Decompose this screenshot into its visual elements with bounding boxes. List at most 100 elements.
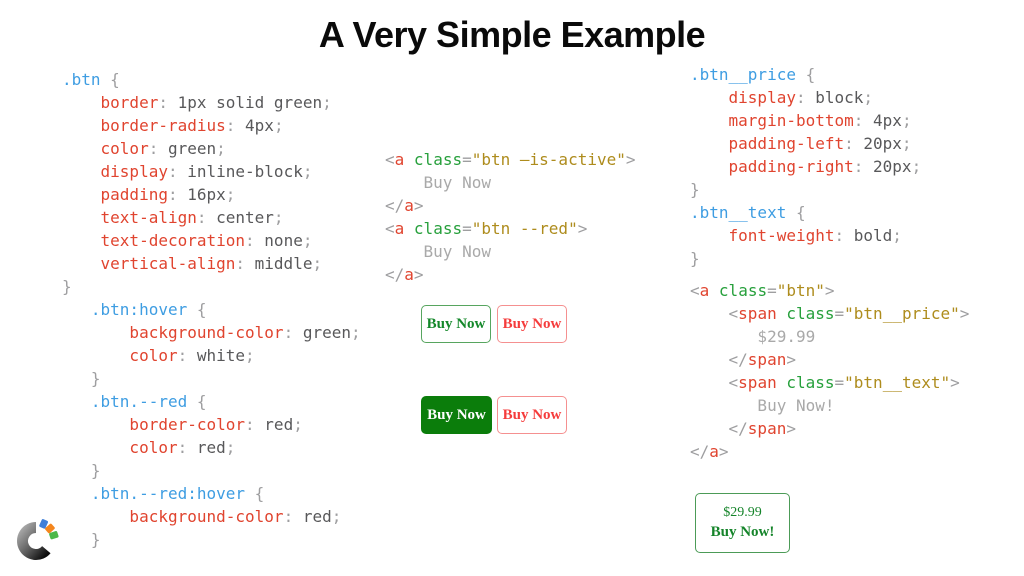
code-token: padding-right	[690, 157, 854, 176]
code-line: display: block;	[690, 86, 969, 109]
code-line: border-radius: 4px;	[62, 114, 361, 137]
code-line: <span class="btn__price">	[690, 302, 970, 325]
code-line: }	[62, 275, 361, 298]
code-token: 4px	[245, 116, 274, 135]
code-token: ;	[302, 162, 313, 181]
code-line: border: 1px solid green;	[62, 91, 361, 114]
code-token: >	[413, 265, 424, 284]
code-token: :	[853, 111, 874, 130]
code-token: inline-block	[187, 162, 303, 181]
code-token: .btn.--red:hover	[62, 484, 246, 503]
code-token: font-weight	[690, 226, 835, 245]
code-token: </	[690, 419, 748, 438]
code-token: .btn__text	[690, 203, 787, 222]
code-token: red	[196, 438, 226, 457]
code-token: border-radius	[62, 116, 226, 135]
code-token: :	[158, 93, 178, 112]
code-token: :	[283, 323, 303, 342]
code-token: >	[824, 281, 835, 300]
code-token: 20px	[863, 134, 902, 153]
code-token: Buy Now	[385, 242, 491, 261]
code-token: <	[385, 219, 395, 238]
code-line: $29.99	[690, 325, 969, 348]
code-token: $29.99	[690, 327, 816, 346]
ring-logo	[17, 519, 59, 560]
buy-now-button-green-outline[interactable]: Buy Now	[421, 305, 491, 343]
code-token: border	[62, 93, 159, 112]
code-token: :	[844, 134, 864, 153]
code-line: background-color: red;	[62, 505, 361, 528]
code-token: 4px	[873, 111, 902, 130]
code-token: red	[302, 507, 332, 526]
code-token: :	[177, 346, 197, 365]
code-token: ;	[225, 438, 236, 457]
code-token: }	[690, 180, 700, 199]
code-token: ;	[293, 415, 303, 434]
code-token: Buy Now	[385, 173, 491, 192]
code-token: :	[795, 88, 816, 107]
code-token: ;	[911, 157, 922, 176]
code-token: vertical-align	[62, 254, 236, 273]
code-line: Buy Now!	[690, 394, 969, 417]
code-token: ;	[322, 93, 332, 112]
code-line: text-decoration: none;	[62, 229, 361, 252]
code-token: span	[738, 373, 777, 392]
code-token: .btn__price	[690, 65, 796, 84]
code-token	[404, 219, 414, 238]
code-line: background-color: green;	[62, 321, 360, 344]
code-line: </span>	[690, 417, 969, 440]
code-token: >	[950, 373, 960, 392]
code-token: display	[62, 162, 168, 181]
price-label: $29.99	[723, 505, 762, 520]
logo-tick-green-icon	[49, 531, 59, 540]
code-token: ;	[245, 346, 255, 365]
buy-now-button-red-outline[interactable]: Buy Now	[497, 305, 567, 343]
code-token: >	[413, 196, 424, 215]
code-token: green	[167, 139, 217, 158]
code-token: color	[62, 139, 149, 158]
code-line: .btn__text {	[690, 201, 969, 224]
buy-now-button-green-filled[interactable]: Buy Now	[421, 396, 492, 434]
code-line: font-weight: bold;	[690, 224, 969, 247]
code-token: {	[100, 70, 120, 89]
code-token: }	[62, 369, 101, 388]
price-buy-now-button[interactable]: $29.99 Buy Now!	[695, 493, 790, 553]
code-token: :	[235, 254, 255, 273]
code-token: class	[413, 150, 463, 169]
code-token: </	[385, 265, 405, 284]
code-token: center	[216, 208, 274, 227]
code-token: background-color	[62, 323, 284, 342]
code-token: border-color	[62, 415, 246, 434]
code-token: </	[690, 442, 710, 461]
code-token: ;	[901, 111, 912, 130]
slide-title: A Very Simple Example	[318, 14, 706, 55]
code-token: {	[795, 65, 816, 84]
code-token: </	[385, 196, 405, 215]
code-token: {	[187, 392, 207, 411]
css-code-block-left: .btn { border: 1px solid green; border-r…	[62, 68, 361, 551]
code-token: >	[625, 150, 636, 169]
code-token: color	[62, 438, 178, 457]
code-gap	[690, 270, 969, 279]
code-line: border-color: red;	[62, 413, 361, 436]
code-token: {	[187, 300, 207, 319]
code-token: >	[577, 219, 588, 238]
code-line: }	[62, 528, 361, 551]
code-line: padding-left: 20px;	[690, 132, 969, 155]
html-code-block-middle: <a class="btn —is-active"> Buy Now</a><a…	[385, 148, 636, 286]
buy-now-button-red-outline-2[interactable]: Buy Now	[497, 396, 567, 434]
code-token: :	[167, 185, 188, 204]
code-line: </a>	[690, 440, 969, 463]
code-line: <a class="btn">	[690, 279, 969, 302]
code-token: Buy Now!	[690, 396, 835, 415]
code-token	[404, 150, 414, 169]
code-token: class	[786, 304, 835, 323]
code-token: a	[404, 196, 414, 215]
code-token: a	[709, 442, 719, 461]
code-token: none	[264, 231, 303, 250]
code-line: .btn:hover {	[62, 298, 361, 321]
code-line: .btn {	[62, 68, 361, 91]
code-line: padding: 16px;	[62, 183, 361, 206]
code-line: <a class="btn —is-active">	[385, 148, 636, 171]
code-token: green	[302, 323, 351, 342]
